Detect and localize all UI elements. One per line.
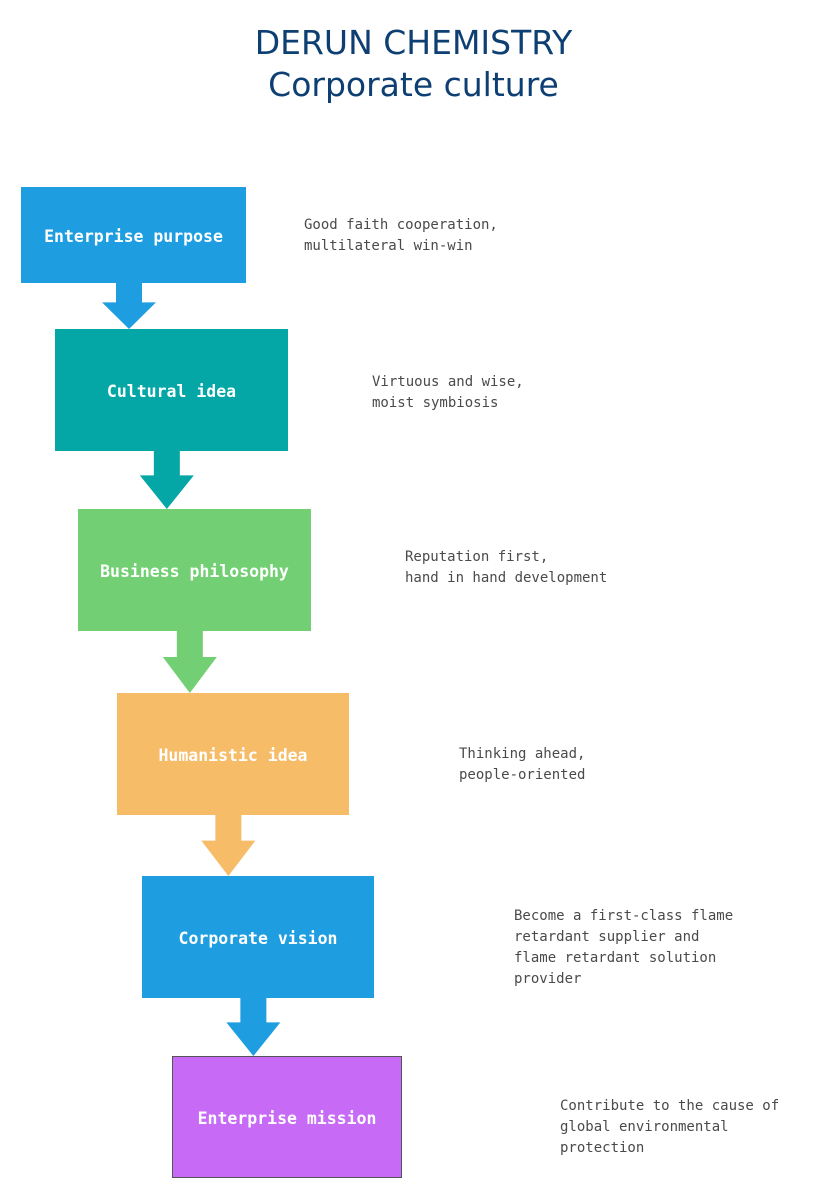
enterprise-mission-box: Enterprise mission xyxy=(172,1056,402,1178)
description-line: hand in hand development xyxy=(405,570,608,586)
description-line: provider xyxy=(514,971,582,987)
description-line: Thinking ahead, xyxy=(459,746,586,762)
page-title: DERUN CHEMISTRY xyxy=(254,23,573,62)
humanistic-idea-description: Thinking ahead, people-oriented xyxy=(459,744,585,786)
description-line: moist symbiosis xyxy=(372,395,499,411)
description-line: Good faith cooperation, xyxy=(304,217,498,233)
description-line: Contribute to the cause of xyxy=(560,1098,780,1114)
description-line: people-oriented xyxy=(459,767,586,783)
description-line: retardant supplier and xyxy=(514,929,700,945)
cultural-idea-label: Cultural idea xyxy=(106,381,237,401)
description-line: Become a first-class flame xyxy=(514,908,734,924)
humanistic-idea-box: Humanistic idea xyxy=(117,693,349,815)
business-philosophy-label: Business philosophy xyxy=(100,561,289,581)
business-philosophy-box: Business philosophy xyxy=(78,509,311,631)
page-subtitle: Corporate culture xyxy=(268,65,559,104)
enterprise-purpose-description: Good faith cooperation, multilateral win-… xyxy=(304,215,498,257)
description-line: multilateral win-win xyxy=(304,238,473,254)
description-line: protection xyxy=(560,1140,645,1156)
corporate-vision-description: Become a first-class flame retardant supp… xyxy=(514,906,733,990)
corporate-vision-box: Corporate vision xyxy=(142,876,374,998)
description-line: global environmental xyxy=(560,1119,729,1135)
humanistic-idea-label: Humanistic idea xyxy=(158,745,308,765)
description-line: flame retardant solution xyxy=(514,950,717,966)
cultural-idea-description: Virtuous and wise, moist symbiosis xyxy=(372,372,524,414)
description-line: Virtuous and wise, xyxy=(372,374,524,390)
description-line: Reputation first, xyxy=(405,549,549,565)
enterprise-purpose-box: Enterprise purpose xyxy=(21,187,246,283)
corporate-vision-label: Corporate vision xyxy=(178,928,338,948)
cultural-idea-box: Cultural idea xyxy=(55,329,288,451)
business-philosophy-description: Reputation first, hand in hand developmen… xyxy=(405,547,607,589)
enterprise-purpose-label: Enterprise purpose xyxy=(44,226,223,246)
enterprise-mission-description: Contribute to the cause of global environ… xyxy=(560,1096,779,1159)
enterprise-mission-label: Enterprise mission xyxy=(197,1108,377,1128)
